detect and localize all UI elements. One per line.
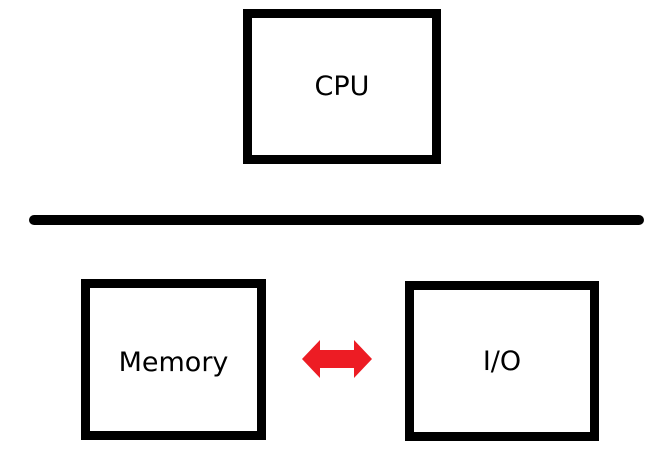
- memory-box: Memory: [81, 279, 266, 440]
- cpu-box: CPU: [243, 9, 441, 164]
- io-box: I/O: [405, 281, 599, 441]
- memory-label: Memory: [118, 347, 229, 378]
- cpu-label: CPU: [314, 71, 370, 102]
- double-arrow-icon: [302, 340, 372, 378]
- io-label: I/O: [482, 345, 522, 377]
- memory-io-double-arrow: [302, 340, 372, 378]
- system-bus-line: [29, 215, 644, 225]
